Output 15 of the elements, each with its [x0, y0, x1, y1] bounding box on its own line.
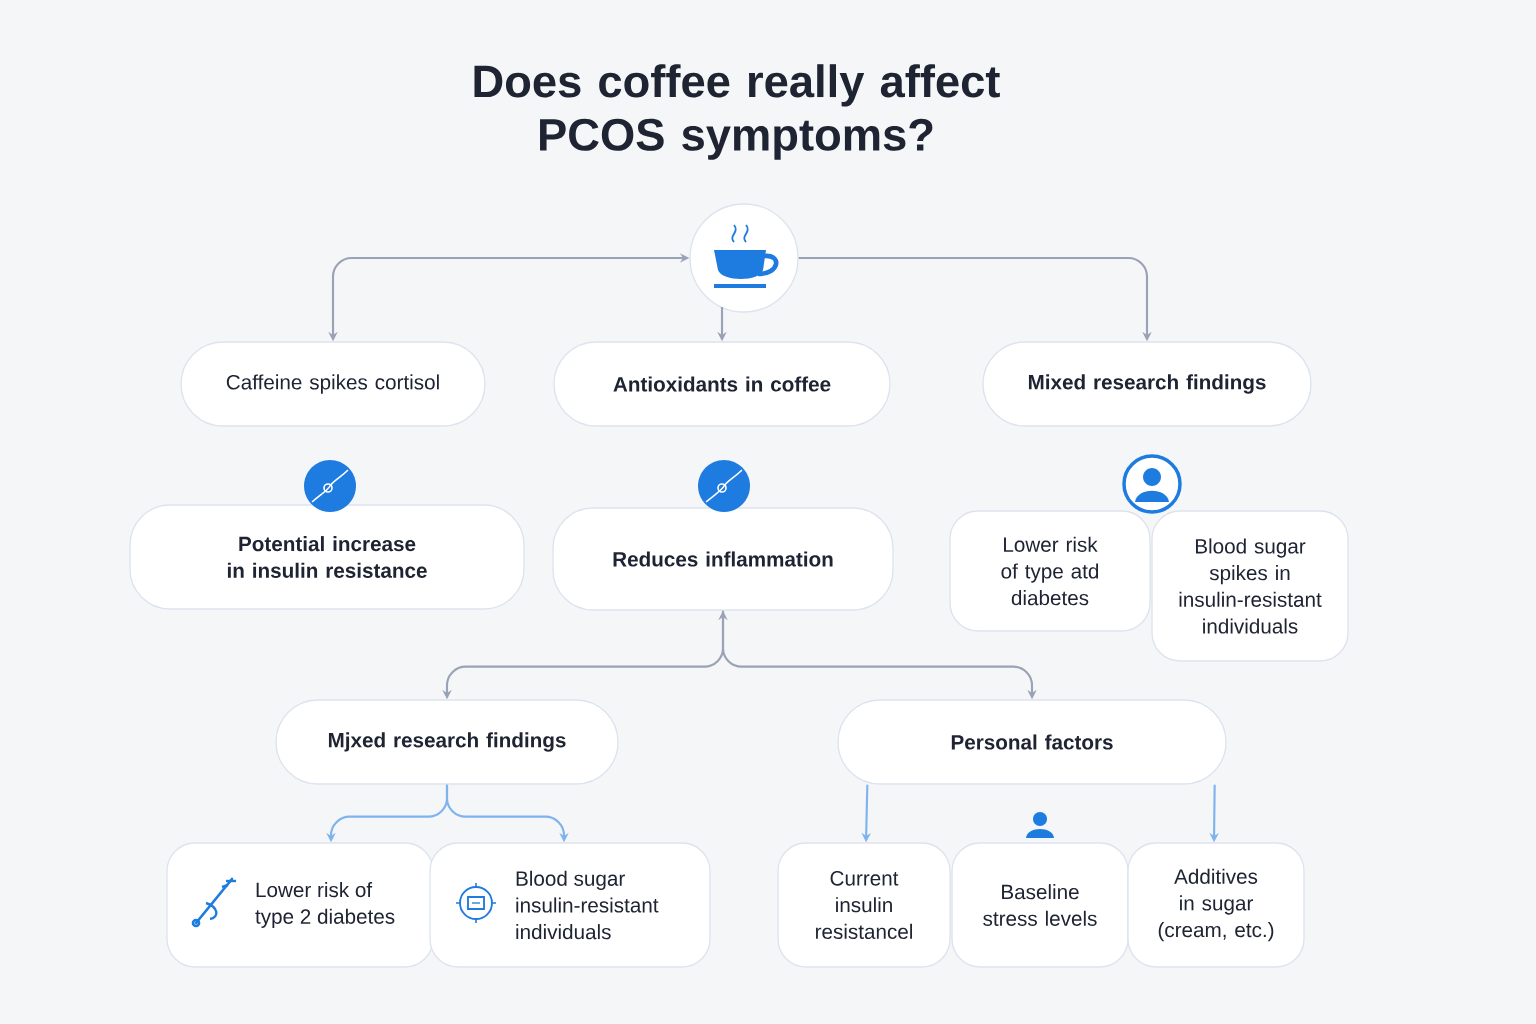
card-box: Baseline stress levels — [951, 842, 1129, 968]
pill-box: Reduces inflammation — [552, 507, 894, 611]
card-box: Additives in sugar (cream, etc.) — [1127, 842, 1305, 968]
pill-box: Mixed research findings — [982, 341, 1312, 427]
card-box: Blood sugar insulin-resistant individuals — [429, 842, 711, 968]
pill-box: Mjxed research findings — [275, 699, 619, 785]
card-box: Lower risk of type atd diabetes — [949, 510, 1151, 632]
pill-box: Potential increase in insulin resistance — [129, 504, 525, 610]
card-box: Current insulin resistancel — [777, 842, 951, 968]
pill-box: Personal factors — [837, 699, 1227, 785]
title: Does coffee really affect PCOS symptoms? — [474, 64, 1000, 160]
card-box: Blood sugar spikes in insulin-resistant individuals — [1151, 510, 1349, 662]
card-box: Lower risk of type 2 diabetes — [166, 842, 434, 968]
pill-box: Caffeine spikes cortisol — [180, 341, 486, 427]
pill-box: Antioxidants in coffee — [553, 341, 891, 427]
